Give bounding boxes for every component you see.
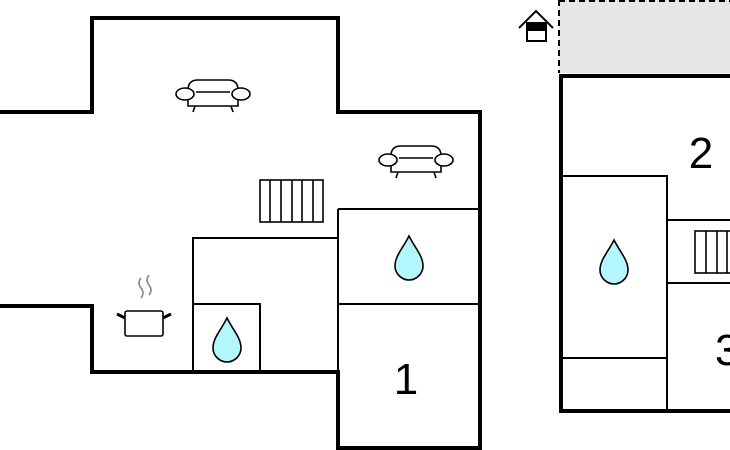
water-drop-icon xyxy=(212,317,242,363)
room-label-1: 1 xyxy=(394,355,418,404)
radiator-icon xyxy=(694,230,730,274)
sofa-icon xyxy=(378,145,454,179)
room-label-2: 2 xyxy=(689,129,713,178)
room-label-3: 3 xyxy=(715,326,730,375)
terrace-area xyxy=(559,0,730,73)
water-drop-icon xyxy=(394,235,424,281)
sofa-icon xyxy=(175,79,251,113)
water-drop-icon xyxy=(599,239,629,285)
main-building: 1 xyxy=(0,16,482,450)
house-entrance-icon xyxy=(518,9,554,42)
annex-building: 2 3 xyxy=(518,0,730,413)
cooking-pot-icon xyxy=(116,274,172,337)
radiator-icon xyxy=(259,179,324,223)
